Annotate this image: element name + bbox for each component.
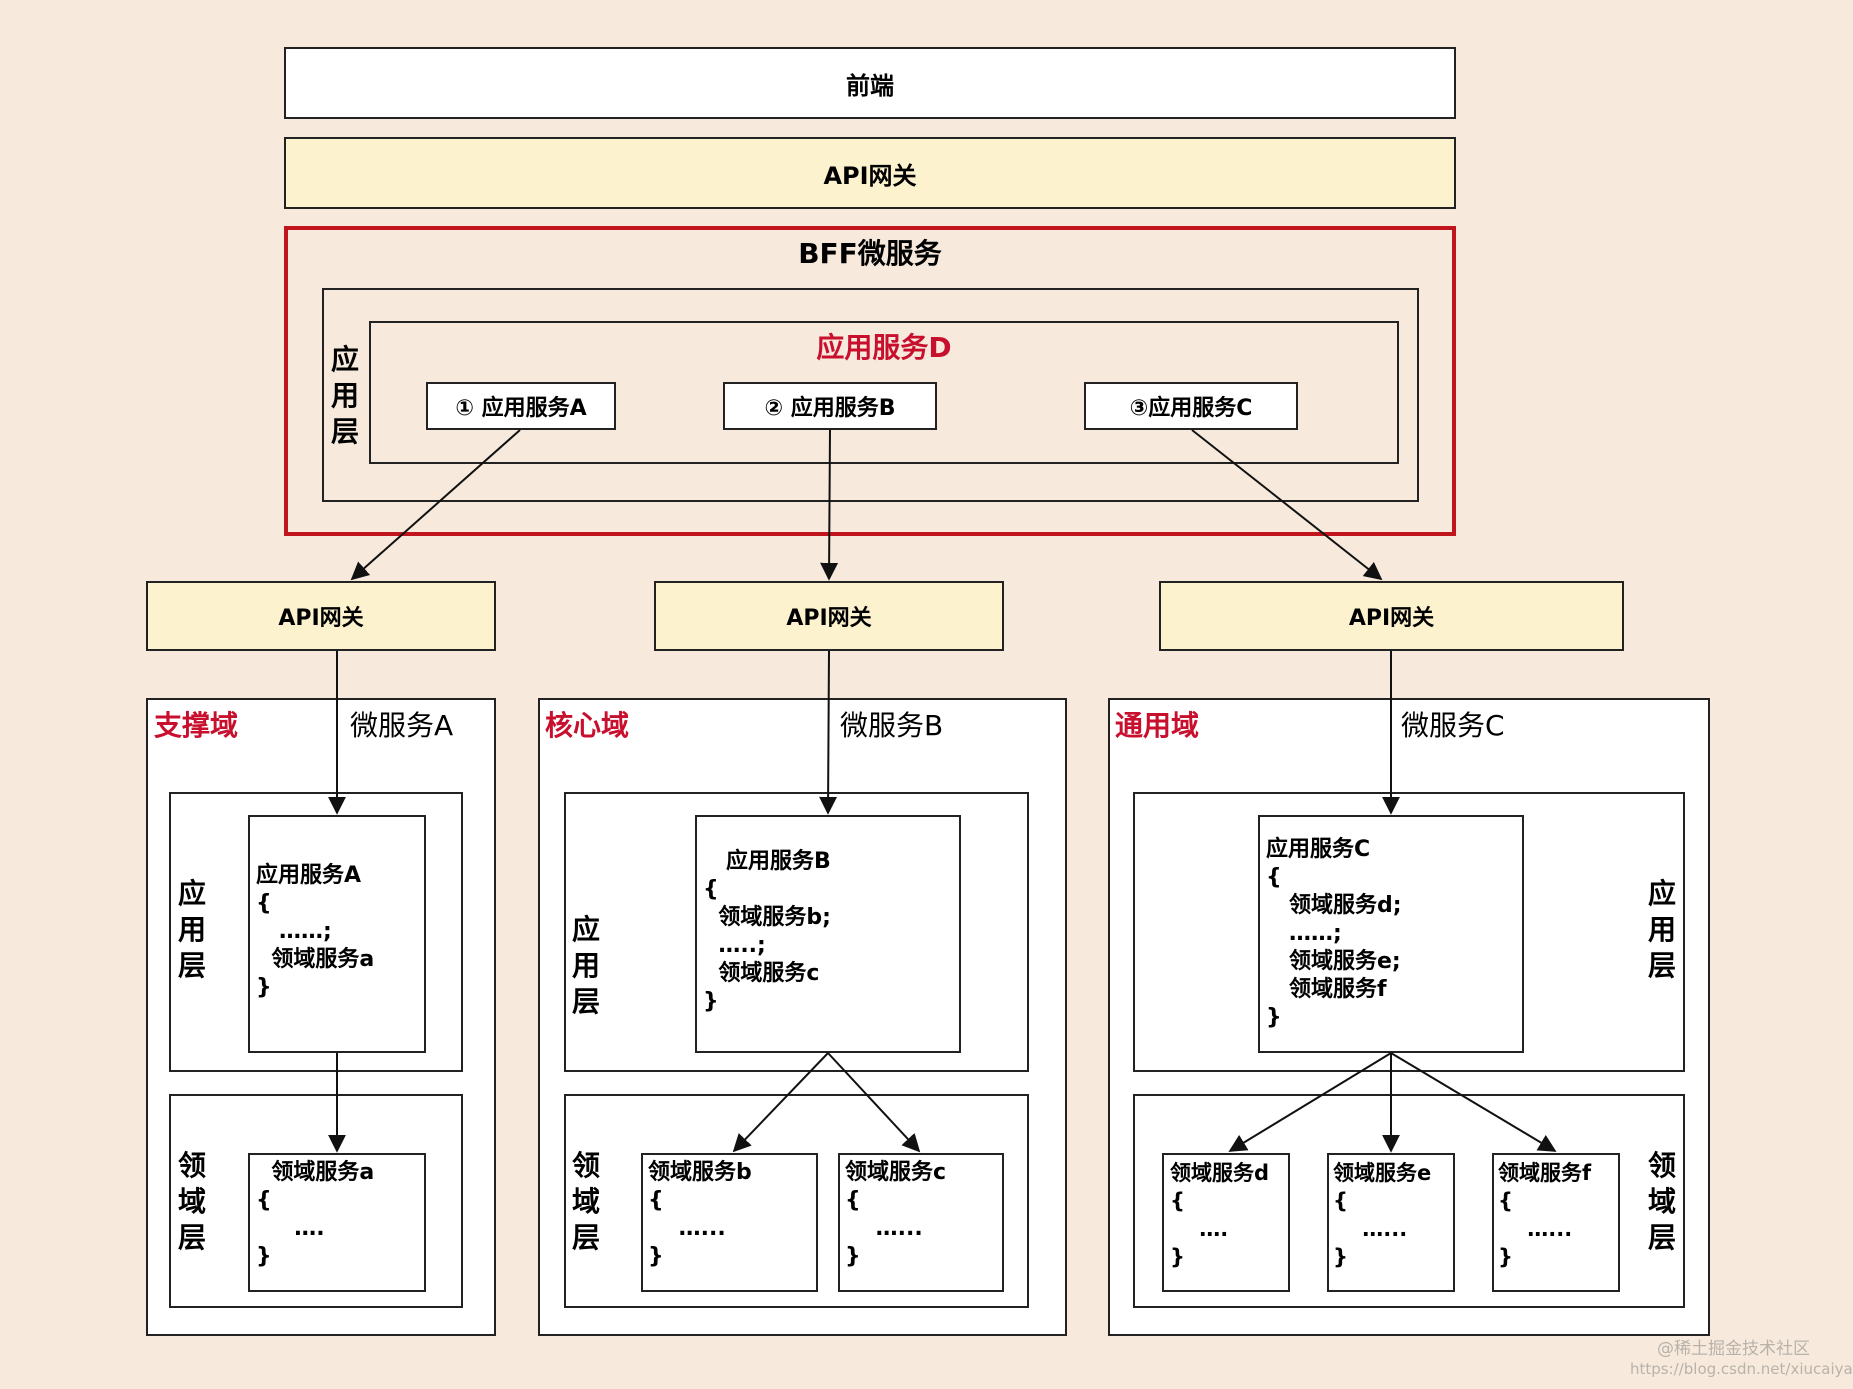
domain-service-f-code: 领域服务f { …... } <box>1498 1161 1592 1269</box>
microservice-b <box>538 698 1067 1336</box>
arrow-bff-c-to-gateway-c <box>1191 429 1383 581</box>
microservice-a-domain-layer <box>169 1094 463 1308</box>
microservice-c-domain-layer <box>1133 1094 1685 1308</box>
microservice-c-app-layer <box>1133 792 1685 1072</box>
microservice-a-label: 微服务A <box>350 709 454 742</box>
app-service-d <box>369 321 1399 464</box>
bff-app-service-a-label: ① 应用服务A <box>455 396 587 421</box>
domain-service-d-code: 领域服务d { …. } <box>1170 1161 1270 1269</box>
frontend-bar: 前端 <box>284 47 1456 119</box>
domain-service-d <box>1162 1153 1290 1292</box>
bff-title: BFF微服务 <box>798 237 942 270</box>
microservice-a-app-layer-label: 应 用 层 <box>177 877 206 982</box>
watermark-line1: @稀土掘金技术社区 <box>1657 1339 1810 1359</box>
bff-app-service-b-label: ② 应用服务B <box>764 396 896 421</box>
api-gateway-c-label: API网关 <box>1348 606 1435 631</box>
core-domain-label: 核心域 <box>545 709 630 742</box>
microservice-a-domain-layer-label: 领 域 层 <box>177 1149 206 1254</box>
domain-service-c <box>838 1153 1004 1292</box>
domain-service-a <box>248 1153 426 1292</box>
arrow-gateway-b-to-app-b <box>819 650 838 815</box>
frontend-label: 前端 <box>846 71 894 100</box>
api-gateway-top: API网关 <box>284 137 1456 209</box>
arrow-app-c-to-domain-f <box>1390 1052 1557 1152</box>
support-domain-label: 支撑域 <box>154 709 239 742</box>
arrow-app-b-to-domain-c <box>827 1052 921 1153</box>
bff-app-service-b: ② 应用服务B <box>723 382 937 430</box>
bff-app-layer-label: 应 用 层 <box>330 343 359 448</box>
microservice-a-app-layer <box>169 792 463 1072</box>
microservice-c <box>1108 698 1710 1336</box>
domain-service-a-code: 领域服务a { …. } <box>256 1160 375 1269</box>
watermark-line2: https://blog.csdn.net/xiucaiyao <box>1630 1360 1853 1378</box>
arrow-bff-a-to-gateway-a <box>350 429 521 581</box>
microservice-c-app-layer-label: 应 用 层 <box>1647 877 1676 982</box>
api-gateway-top-label: API网关 <box>823 161 917 190</box>
microservice-a-app-service <box>248 815 426 1053</box>
domain-service-b <box>641 1153 818 1292</box>
microservice-a-app-code: 应用服务A { ……; 领域服务a } <box>256 863 375 1000</box>
microservice-b-app-layer <box>564 792 1029 1072</box>
microservice-b-domain-layer-label: 领 域 层 <box>571 1149 600 1254</box>
api-gateway-a-label: API网关 <box>278 606 364 631</box>
arrow-app-b-to-domain-b <box>732 1052 829 1153</box>
domain-service-c-code: 领域服务c { …... } <box>845 1160 947 1269</box>
microservice-b-label: 微服务B <box>840 709 944 742</box>
microservice-b-app-layer-label: 应 用 层 <box>571 913 600 1018</box>
domain-service-f <box>1492 1153 1620 1292</box>
microservice-c-label: 微服务C <box>1401 709 1505 742</box>
microservice-b-app-service <box>695 815 961 1053</box>
bff-microservice <box>284 226 1456 536</box>
bff-app-service-a: ① 应用服务A <box>426 382 616 430</box>
domain-service-e <box>1327 1153 1455 1292</box>
arrow-bff-b-to-gateway-b <box>820 429 839 581</box>
api-gateway-c: API网关 <box>1159 581 1624 651</box>
domain-service-e-code: 领域服务e { …... } <box>1333 1161 1432 1269</box>
microservice-c-app-code: 应用服务C { 领域服务d; ……; 领域服务e; 领域服务f } <box>1266 837 1402 1030</box>
bff-app-service-c: ③应用服务C <box>1084 382 1298 430</box>
bff-app-service-c-label: ③应用服务C <box>1129 396 1253 421</box>
app-service-d-title: 应用服务D <box>816 331 952 364</box>
microservice-b-domain-layer <box>564 1094 1029 1308</box>
generic-domain-label: 通用域 <box>1115 709 1200 742</box>
microservice-a <box>146 698 496 1336</box>
api-gateway-b-label: API网关 <box>786 606 872 631</box>
microservice-c-domain-layer-label: 领 域 层 <box>1647 1149 1676 1254</box>
bff-app-layer <box>322 288 1419 502</box>
domain-service-b-code: 领域服务b { …... } <box>648 1160 752 1269</box>
microservice-b-app-code: 应用服务B { 领域服务b; …..; 领域服务c } <box>703 849 831 1014</box>
arrow-app-c-to-domain-d <box>1228 1052 1392 1152</box>
api-gateway-a: API网关 <box>146 581 496 651</box>
api-gateway-b: API网关 <box>654 581 1004 651</box>
microservice-c-app-service <box>1258 815 1524 1053</box>
